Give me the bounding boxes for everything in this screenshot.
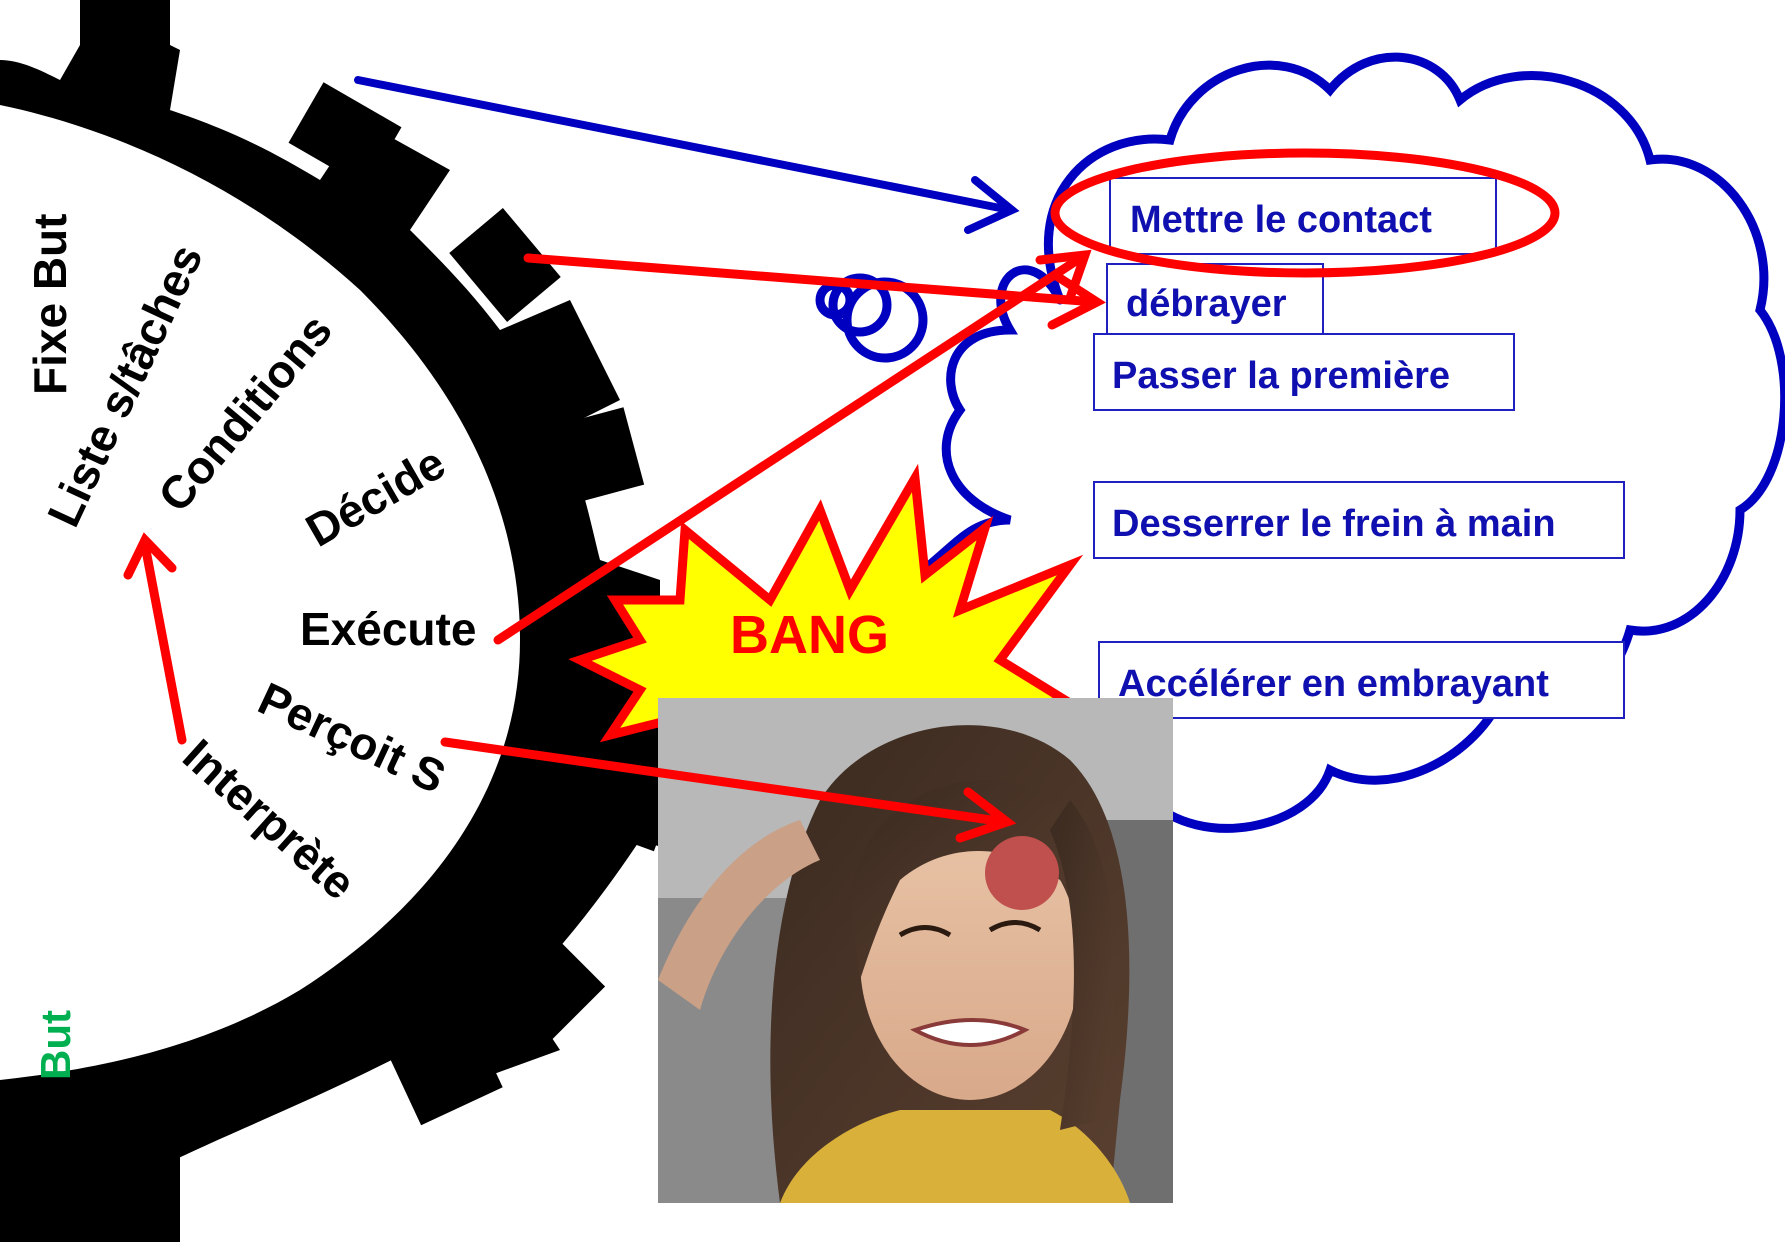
impact-dot — [985, 836, 1059, 910]
step-box-5 — [1098, 641, 1625, 719]
arrow-execute-to-contact — [493, 250, 1090, 645]
step-box-1 — [1109, 177, 1497, 255]
woman-face-photo — [658, 698, 1173, 1203]
step-label-1: Mettre le contact — [1130, 199, 1432, 241]
blue-arrow — [354, 76, 1020, 234]
arrow-to-debrayer — [523, 253, 1100, 307]
step-label-3: Passer la première — [1112, 355, 1450, 397]
label-execute: Exécute — [300, 603, 476, 655]
step-label-5: Accélérer en embrayant — [1118, 663, 1549, 705]
arrow-interprete-to-conditions — [140, 540, 187, 745]
red-arrows — [123, 249, 1107, 843]
step-boxes — [1093, 177, 1625, 719]
step-labels: Mettre le contact débrayer Passer la pre… — [1112, 199, 1556, 705]
step-label-4: Desserrer le frein à main — [1112, 503, 1556, 545]
label-fixe-but: Fixe But — [24, 214, 76, 395]
step-box-3 — [1093, 333, 1515, 411]
label-but: But — [32, 1010, 79, 1080]
arrow-percoit-to-head — [440, 737, 1010, 827]
bang-label: BANG — [730, 605, 889, 665]
step-box-4 — [1093, 481, 1625, 559]
step-label-2: débrayer — [1126, 283, 1287, 325]
highlight-ellipse — [1050, 148, 1560, 278]
